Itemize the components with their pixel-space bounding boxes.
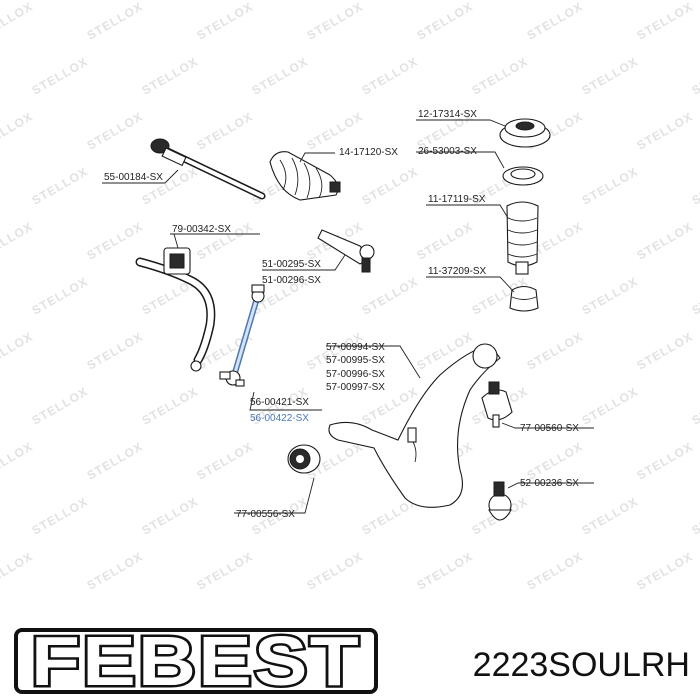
- watermark-text: STELLOX: [0, 219, 35, 262]
- part-label[interactable]: 55-00184-SX: [104, 172, 163, 183]
- rear-bushing-part[interactable]: [287, 444, 321, 474]
- watermark-layer: STELLOX STELLOX STELLOX STELLOX STELLOX STELL…: [0, 0, 700, 593]
- part-label[interactable]: 57-00997-SX: [326, 382, 385, 393]
- watermark-text: STELLOX: [635, 109, 696, 152]
- watermark-text: STELLOX: [85, 439, 146, 482]
- part-label[interactable]: 12-17314-SX: [418, 109, 477, 120]
- watermark-text: STELLOX: [525, 439, 586, 482]
- watermark-text: STELLOX: [635, 329, 696, 372]
- dust-boot-part[interactable]: [506, 201, 539, 275]
- watermark-text: STELLOX: [305, 549, 366, 592]
- part-label[interactable]: 11-17119-SX: [428, 194, 486, 205]
- watermark-text: STELLOX: [525, 0, 586, 43]
- watermark-text: STELLOX: [635, 0, 696, 43]
- watermark-text: STELLOX: [85, 329, 146, 372]
- watermark-text: STELLOX: [30, 384, 91, 427]
- watermark-text: STELLOX: [30, 54, 91, 97]
- part-label[interactable]: 57-00996-SX: [326, 369, 385, 380]
- watermark-text: STELLOX: [580, 164, 641, 207]
- watermark-text: STELLOX: [85, 0, 146, 43]
- febest-logo: FEBEST: [14, 620, 378, 700]
- watermark-text: STELLOX: [140, 384, 201, 427]
- watermark-text: STELLOX: [0, 439, 35, 482]
- watermark-text: STELLOX: [0, 0, 35, 43]
- steering-boot-part[interactable]: [269, 151, 341, 201]
- watermark-text: STELLOX: [0, 109, 35, 152]
- watermark-text: STELLOX: [690, 384, 700, 427]
- part-label[interactable]: 14-17120-SX: [339, 147, 398, 158]
- part-label[interactable]: 57-00994-SX: [326, 342, 385, 353]
- part-label[interactable]: 57-00995-SX: [326, 355, 385, 366]
- watermark-text: STELLOX: [85, 219, 146, 262]
- leader-lines: [102, 119, 594, 514]
- stabilizer-bar-part[interactable]: [135, 257, 216, 372]
- strut-bearing-part[interactable]: [502, 166, 544, 186]
- part-label[interactable]: 56-00421-SX: [250, 397, 309, 408]
- watermark-text: STELLOX: [635, 439, 696, 482]
- watermark-text: STELLOX: [0, 549, 35, 592]
- part-label[interactable]: 51-00295-SX: [262, 259, 321, 270]
- part-label[interactable]: 79-00342-SX: [172, 224, 231, 235]
- watermark-text: STELLOX: [360, 274, 421, 317]
- part-label[interactable]: 26-53003-SX: [418, 146, 477, 157]
- watermark-text: STELLOX: [580, 54, 641, 97]
- stabilizer-bushing-part[interactable]: [163, 247, 191, 275]
- watermark-text: STELLOX: [580, 384, 641, 427]
- watermark-text: STELLOX: [580, 274, 641, 317]
- part-label[interactable]: 11-37209-SX: [428, 266, 487, 277]
- watermark-text: STELLOX: [580, 494, 641, 537]
- watermark-text: STELLOX: [525, 549, 586, 592]
- strut-mount-part[interactable]: [499, 118, 551, 148]
- watermark-text: STELLOX: [305, 0, 366, 43]
- watermark-text: STELLOX: [140, 54, 201, 97]
- watermark-text: STELLOX: [415, 219, 476, 262]
- control-arm-bushing-part[interactable]: [481, 381, 513, 428]
- watermark-text: STELLOX: [195, 109, 256, 152]
- watermark-text: STELLOX: [85, 549, 146, 592]
- watermark-text: STELLOX: [195, 439, 256, 482]
- watermark-text: STELLOX: [635, 549, 696, 592]
- watermark-text: STELLOX: [690, 54, 700, 97]
- watermark-text: STELLOX: [360, 54, 421, 97]
- ball-joint-part[interactable]: [488, 481, 512, 521]
- part-labels: 55-00184-SX 14-17120-SX 12-17314-SX 26-5…: [104, 109, 579, 520]
- watermark-text: STELLOX: [690, 274, 700, 317]
- watermark-text: STELLOX: [415, 549, 476, 592]
- watermark-text: STELLOX: [195, 0, 256, 43]
- watermark-text: STELLOX: [415, 0, 476, 43]
- watermark-text: STELLOX: [250, 54, 311, 97]
- watermark-text: STELLOX: [690, 164, 700, 207]
- article-number: 2223SOULRH: [473, 646, 690, 684]
- bump-stop-part[interactable]: [509, 285, 539, 312]
- stabilizer-link-part[interactable]: [219, 284, 265, 387]
- watermark-text: STELLOX: [140, 494, 201, 537]
- watermark-text: STELLOX: [470, 54, 531, 97]
- tie-rod-part[interactable]: [150, 138, 266, 200]
- watermark-text: STELLOX: [195, 549, 256, 592]
- watermark-text: STELLOX: [525, 329, 586, 372]
- watermark-text: STELLOX: [360, 164, 421, 207]
- part-label[interactable]: 77-00560-SX: [520, 423, 579, 434]
- watermark-text: STELLOX: [635, 219, 696, 262]
- watermark-text: STELLOX: [690, 494, 700, 537]
- watermark-text: STELLOX: [30, 164, 91, 207]
- tie-rod-end-part[interactable]: [317, 229, 375, 273]
- watermark-text: STELLOX: [30, 274, 91, 317]
- part-label[interactable]: 51-00296-SX: [262, 275, 321, 286]
- lower-control-arm-part[interactable]: [328, 343, 501, 508]
- watermark-text: STELLOX: [30, 494, 91, 537]
- watermark-text: STELLOX: [85, 109, 146, 152]
- part-label[interactable]: 77-00556-SX: [236, 509, 295, 520]
- watermark-text: STELLOX: [0, 329, 35, 372]
- part-label-highlighted[interactable]: 56-00422-SX: [250, 413, 309, 424]
- watermark-text: STELLOX: [140, 164, 201, 207]
- part-label[interactable]: 52-00236-SX: [520, 478, 579, 489]
- svg-text:FEBEST: FEBEST: [31, 622, 361, 700]
